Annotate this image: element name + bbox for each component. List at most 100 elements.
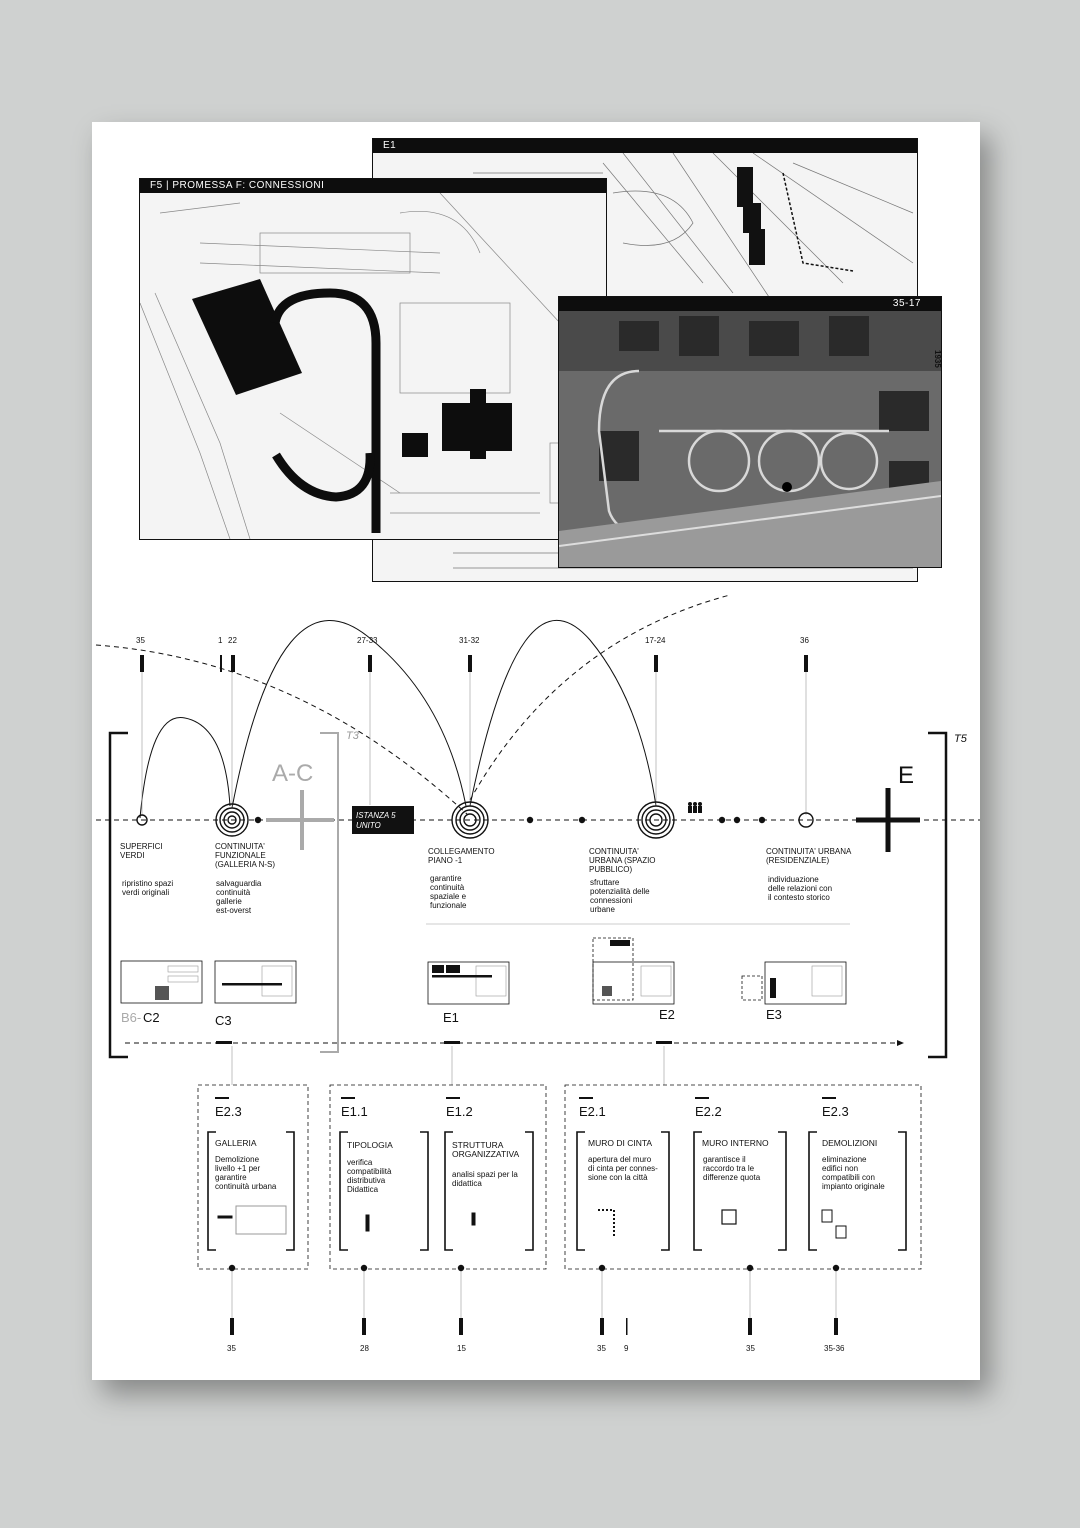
bottom-number: 35 (746, 1344, 755, 1353)
t3-label: T3 (346, 730, 359, 742)
istanza-line-1: ISTANZA 5 (356, 811, 396, 820)
card-desc: eliminazione (822, 1155, 867, 1164)
node-desc: est-overst (216, 906, 252, 915)
node-title: (RESIDENZIALE) (766, 856, 830, 865)
aerial-photo-panel: 35-17 (558, 296, 942, 568)
timeline-number: 22 (228, 636, 237, 645)
node-desc: connessioni (590, 896, 633, 905)
card-desc: Didattica (347, 1185, 379, 1194)
node-desc: funzionale (430, 901, 467, 910)
bracket-right (928, 731, 948, 1059)
node-title: CONTINUITA' (589, 847, 639, 856)
node-desc: delle relazioni con (768, 884, 833, 893)
card-desc: livello +1 per (215, 1164, 261, 1173)
node-target-piano (451, 801, 489, 839)
photo-panel-title: 35-17 (559, 297, 941, 311)
node-desc: potenzialità delle (590, 887, 650, 896)
card-title: GALLERIA (215, 1138, 257, 1148)
timeline-number: 31-32 (459, 636, 480, 645)
card-code: E1.2 (446, 1104, 473, 1119)
dashed-curve-right (469, 594, 731, 801)
card-desc: impianto originale (822, 1182, 885, 1191)
dashed-curve-left (95, 644, 469, 816)
bottom-number: 28 (360, 1344, 369, 1353)
card-desc: garantisce il (703, 1155, 746, 1164)
card-code: E2.3 (215, 1104, 242, 1119)
bottom-number: 9 (624, 1344, 629, 1353)
card-code: E2.3 (822, 1104, 849, 1119)
card-desc: compatibili con (822, 1173, 875, 1182)
thumb-code-c3: C3 (215, 1013, 232, 1028)
f5-plan-drawing (140, 193, 601, 539)
thumb-code-e3: E3 (766, 1007, 782, 1022)
thumb-c3 (214, 960, 297, 1004)
e1-plan-drawing (453, 153, 914, 569)
card-desc: analisi spazi per la (452, 1170, 518, 1179)
node-title: PIANO -1 (428, 856, 463, 865)
bracket-left (108, 731, 128, 1059)
node-desc: individuazione (768, 875, 819, 884)
node-desc: garantire (430, 874, 462, 883)
card-code: E2.2 (695, 1104, 722, 1119)
istanza-box (352, 806, 414, 834)
timeline-number: 17-24 (645, 636, 666, 645)
node-title: CONTINUITA' URBANA (766, 847, 852, 856)
card-title: MURO INTERNO (702, 1138, 769, 1148)
card-desc: Demolizione (215, 1155, 260, 1164)
thumb-code-b6: B6- (121, 1010, 142, 1025)
card-title: MURO DI CINTA (588, 1138, 653, 1148)
thumb-e2 (592, 961, 675, 1005)
e-label: E (898, 762, 915, 789)
node-title: URBANA (SPAZIO (589, 856, 656, 865)
card-title: TIPOLOGIA (347, 1140, 393, 1150)
card-desc: di cinta per connes- (588, 1164, 658, 1173)
thumb-e3 (764, 961, 847, 1005)
card-desc: apertura del muro (588, 1155, 652, 1164)
card-desc: distributiva (347, 1176, 386, 1185)
bottom-number: 35 (227, 1344, 236, 1353)
node-desc: salvaguardia (216, 879, 262, 888)
card-desc: continuità urbana (215, 1182, 277, 1191)
node-target-galleria (215, 803, 249, 837)
card-desc: edifici non (822, 1164, 859, 1173)
node-title: FUNZIONALE (215, 851, 266, 860)
card-code: E1.1 (341, 1104, 368, 1119)
bottom-number: 35-36 (824, 1344, 845, 1353)
node-desc: gallerie (216, 897, 242, 906)
card-desc: raccordo tra le (703, 1164, 755, 1173)
f5-panel-title: F5 | PROMESSA F: CONNESSIONI (140, 179, 606, 193)
node-desc: continuità (216, 888, 251, 897)
ac-label: A-C (272, 760, 314, 787)
node-desc: sfruttare (590, 878, 620, 887)
node-desc: spaziale e (430, 892, 467, 901)
aerial-photo (559, 311, 941, 567)
thumb-code-c2: C2 (143, 1010, 160, 1025)
photo-panel-label: 35-17 (892, 298, 921, 309)
bracket-t3 (320, 732, 339, 1053)
thumb-code-e1: E1 (443, 1010, 459, 1025)
card-code: E2.1 (579, 1104, 606, 1119)
node-target-urbana (637, 801, 675, 839)
node-desc: verdi originali (122, 888, 170, 897)
card-desc: sione con la città (588, 1173, 648, 1182)
node-desc: continuità (430, 883, 465, 892)
node-title: COLLEGAMENTO (428, 847, 495, 856)
bottom-number: 35 (597, 1344, 606, 1353)
f5-connections-panel: F5 | PROMESSA F: CONNESSIONI (139, 178, 607, 540)
card-desc: verifica (347, 1158, 373, 1167)
node-desc: urbane (590, 905, 615, 914)
card-desc: didattica (452, 1179, 482, 1188)
node-title: CONTINUITA' (215, 842, 265, 851)
e1-panel-title: E1 (373, 139, 917, 153)
bottom-number: 15 (457, 1344, 466, 1353)
card-title: STRUTTURA (452, 1140, 504, 1150)
card-desc: compatibilità (347, 1167, 392, 1176)
istanza-line-2: UNITO (356, 821, 381, 830)
card-desc: garantire (215, 1173, 247, 1182)
node-title: VERDI (120, 851, 145, 860)
timeline-number: 1 (218, 636, 223, 645)
node-title: (GALLERIA N-S) (215, 860, 276, 869)
node-title: PUBBLICO) (589, 865, 633, 874)
timeline-number: 27-33 (357, 636, 378, 645)
